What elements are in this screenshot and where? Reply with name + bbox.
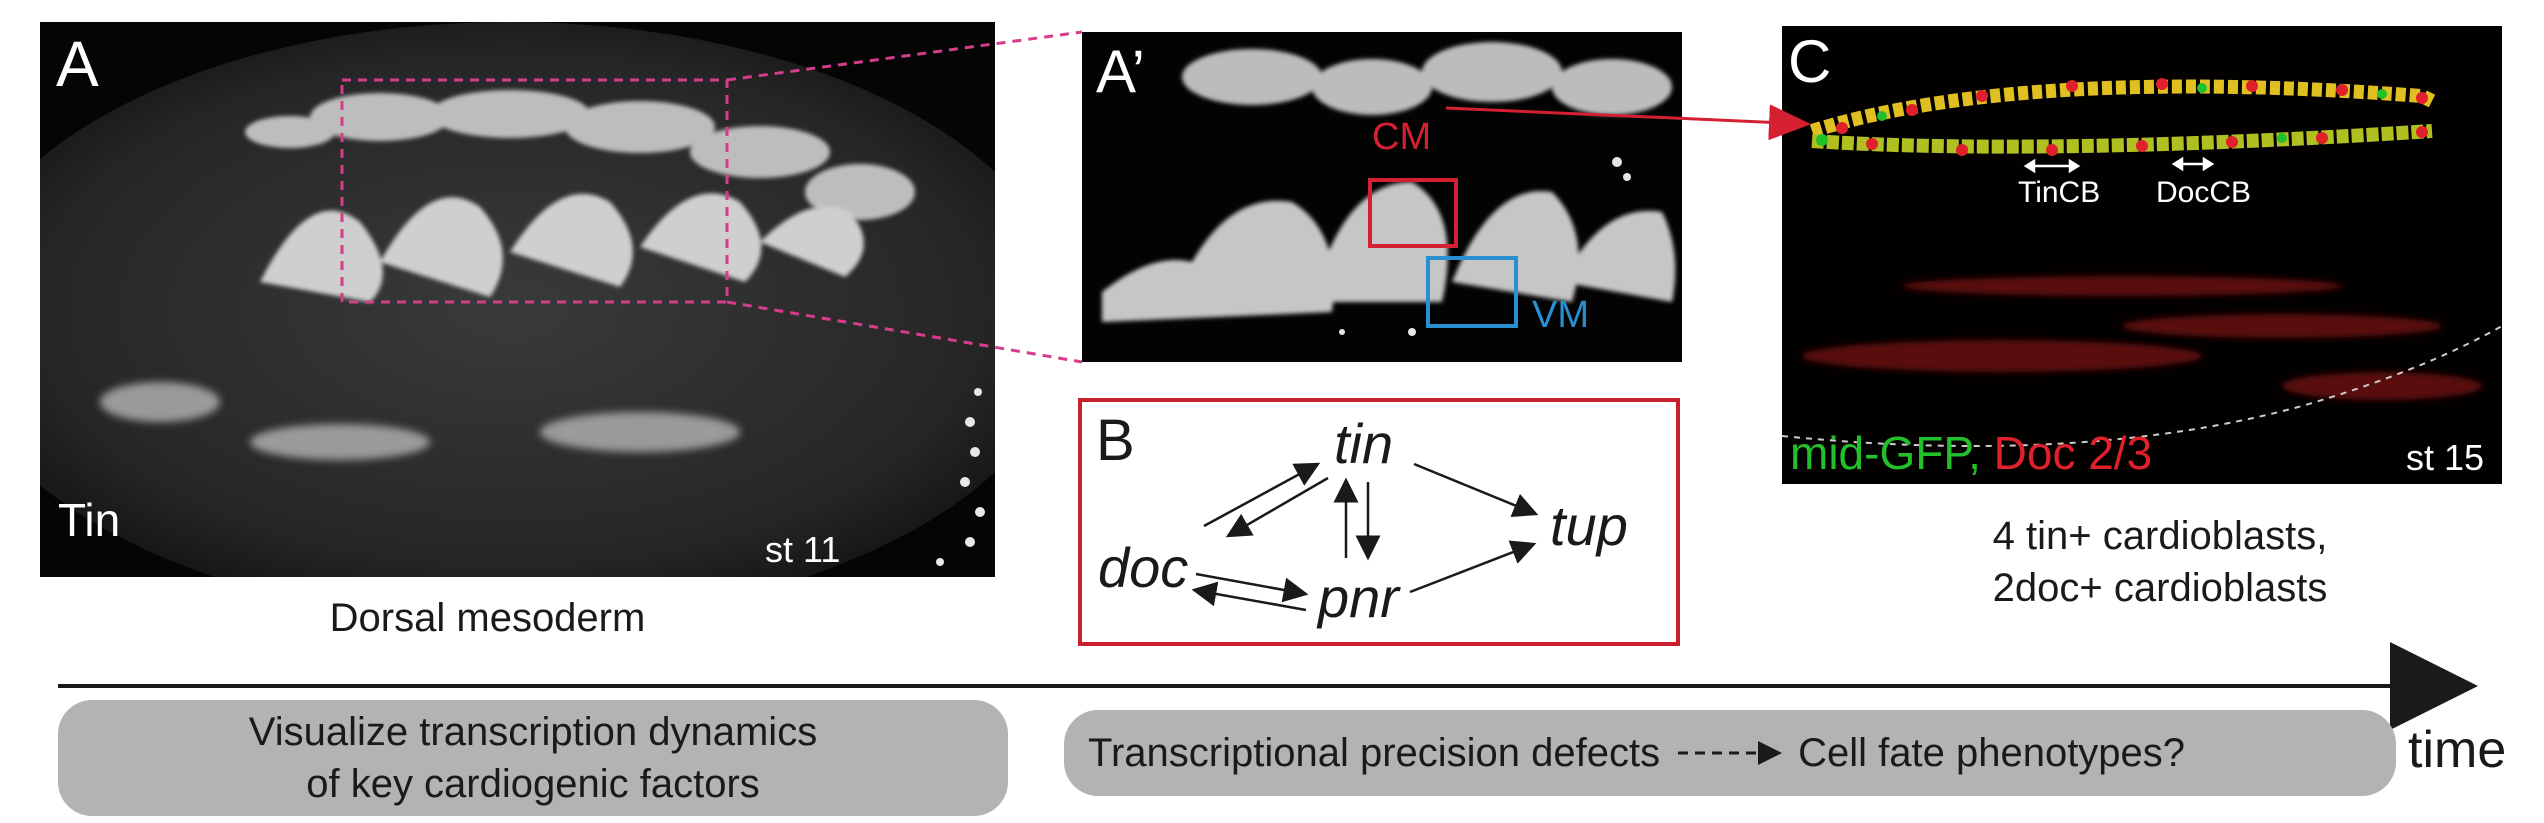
panel-c-stage-label: st 15 [2406, 437, 2485, 478]
legend-doc: Doc 2/3 [1993, 427, 2153, 479]
panel-c-caption-line2: 2doc+ cardioblasts [1992, 566, 2328, 610]
vm-roi-label: VM [1532, 294, 1589, 336]
panel-c-label: C [1788, 28, 1832, 95]
panel-a-marker-label: Tin [58, 494, 121, 546]
doc-cb-label: DocCB [2156, 176, 2252, 209]
panel-a-prime-image: A’ CM VM [1082, 32, 1682, 362]
embryo-tin-micrograph [40, 22, 995, 577]
legend-mid-gfp: mid-GFP, [1790, 427, 1981, 479]
timeline-axis-label: time [2408, 721, 2507, 779]
panel-b-label: B [1096, 408, 1135, 473]
zoomed-micrograph [1082, 32, 1682, 362]
panel-a-caption: Dorsal mesoderm [329, 596, 646, 640]
pill-visualize-dynamics: Visualize transcription dynamics of key … [58, 700, 1008, 816]
panel-b-frame: B tin doc pnr tup [1078, 398, 1680, 646]
dashed-arrow [1678, 741, 1783, 765]
panel-c-caption: 4 tin+ cardioblasts, 2doc+ cardioblasts [1900, 510, 2420, 614]
panel-a-label: A [56, 28, 99, 100]
pill-left-line1: Visualize transcription dynamics [248, 710, 818, 754]
cm-roi-label: CM [1372, 116, 1432, 158]
pill-precision-defects: Transcriptional precision defects Cell f… [1064, 710, 2396, 796]
pill-right-start: Transcriptional precision defects [1088, 731, 1661, 775]
panel-a-image: A Tin st 11 [40, 22, 995, 577]
gene-doc: doc [1098, 536, 1189, 599]
panel-c-caption-line1: 4 tin+ cardioblasts, [1992, 514, 2328, 558]
gene-tin: tin [1334, 412, 1394, 475]
regulatory-arrows [1191, 462, 1539, 612]
panel-c-legend: mid-GFP, Doc 2/3 [1790, 426, 2152, 480]
tin-cb-label: TinCB [2018, 176, 2101, 209]
pill-right-end: Cell fate phenotypes? [1798, 731, 2186, 775]
heart-tube-micrograph [1782, 26, 2502, 484]
gene-tup: tup [1550, 494, 1628, 557]
panel-a-prime-label: A’ [1096, 38, 1145, 105]
panel-a-stage-label: st 11 [765, 529, 841, 570]
gene-pnr: pnr [1318, 566, 1399, 629]
panel-c-image: C TinCB DocCB mid-GFP, Doc 2/3 st 15 [1782, 26, 2502, 484]
pill-left-line2: of key cardiogenic factors [306, 762, 760, 806]
